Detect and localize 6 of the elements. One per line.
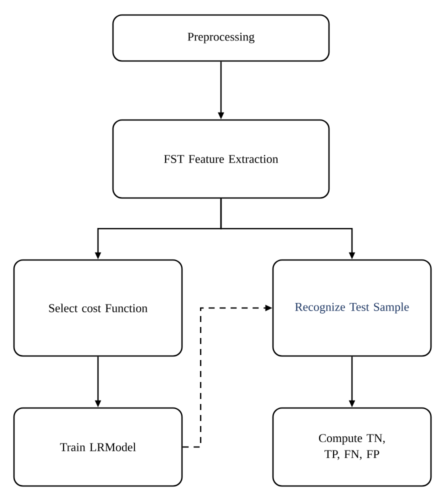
process-box: Preprocessing	[112, 14, 330, 62]
process-box: Recognize Test Sample	[272, 259, 432, 357]
process-box: FST Feature Extraction	[112, 119, 330, 199]
process-box: Train LRModel	[13, 407, 183, 487]
process-box: Select cost Function	[13, 259, 183, 357]
process-box: Compute TN, TP, FN, FP	[272, 407, 432, 487]
